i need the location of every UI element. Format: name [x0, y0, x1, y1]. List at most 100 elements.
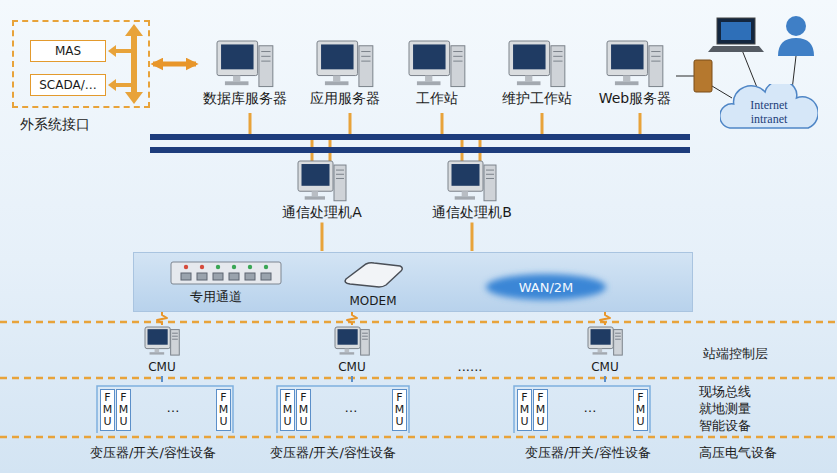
drive-slot	[172, 333, 178, 334]
bus-stub	[541, 113, 544, 134]
drive-slot	[553, 61, 562, 62]
switch-led	[200, 265, 204, 269]
fmu-box: FMU	[216, 389, 231, 431]
connector-line	[320, 223, 323, 252]
fmu-label: FMU	[282, 392, 293, 428]
drive-slot	[361, 61, 370, 62]
link-connector	[600, 312, 610, 325]
bus-arrow-head	[125, 92, 143, 104]
annotation-label: 变压器/开关/容性设备	[90, 444, 216, 462]
monitor-base	[305, 196, 325, 199]
node-label: CMU	[591, 360, 619, 375]
monitor	[607, 41, 648, 76]
fmu-group: …FMUFMUFMU	[512, 383, 652, 433]
computer-icon	[335, 327, 369, 355]
fmu-label: FMU	[535, 392, 546, 428]
bus-stub	[639, 113, 642, 134]
monitor-stand	[155, 349, 160, 353]
monitor	[588, 327, 613, 349]
tower	[334, 165, 346, 201]
switch-port	[197, 273, 207, 280]
monitor	[335, 327, 360, 349]
fmu-box: FMU	[533, 389, 548, 431]
annotation-label: 就地测量	[699, 400, 751, 418]
computer-icon-svg	[216, 40, 274, 88]
user-icon	[778, 16, 814, 56]
fmu-label: FMU	[102, 392, 113, 428]
fmu-box: FMU	[633, 389, 648, 431]
node-label: WAN/2M	[519, 280, 574, 295]
computer-node: CMU	[144, 326, 180, 375]
layer-dividers	[0, 322, 837, 437]
monitor-stand	[623, 76, 630, 82]
node-label: Web服务器	[599, 90, 672, 108]
computer-icon-svg	[606, 40, 664, 88]
drive-slot	[553, 56, 562, 57]
link-line	[712, 86, 732, 98]
connector-line	[351, 376, 353, 382]
node-label: 维护工作站	[502, 90, 572, 108]
drive-slot	[486, 170, 494, 171]
monitor-base	[615, 81, 639, 85]
laptop-base	[708, 46, 764, 52]
annotation-label: 变压器/开关/容性设备	[525, 444, 651, 462]
link-connector	[157, 312, 167, 325]
screen	[221, 44, 253, 69]
drive-slot	[261, 56, 270, 57]
fmu-label: FMU	[635, 392, 646, 428]
drive-slot	[261, 61, 270, 62]
fmu-label: FMU	[118, 392, 129, 428]
computer-icon	[588, 327, 622, 355]
dashed-divider	[0, 436, 837, 439]
switch-port	[181, 273, 191, 280]
computer-node: 应用服务器	[306, 40, 384, 108]
monitor-stand	[462, 191, 468, 196]
laptop-icon	[708, 18, 764, 52]
computer-node: 数据库服务器	[199, 40, 291, 108]
computer-icon	[317, 41, 373, 87]
drive-slot	[172, 336, 178, 337]
monitor-stand	[598, 349, 603, 353]
node-label: CMU	[148, 360, 176, 375]
fmu-box: FMU	[392, 389, 407, 431]
computer-node: CMU	[334, 326, 370, 375]
drive-slot	[172, 339, 178, 340]
switch-port	[213, 273, 223, 280]
node-label: Internet intranet	[736, 99, 802, 127]
drive-slot	[615, 339, 621, 340]
node-label: CMU	[338, 360, 366, 375]
fmu-group: …FMUFMUFMU	[275, 383, 411, 433]
computer-icon-svg	[408, 40, 466, 88]
dashed-divider	[0, 321, 837, 324]
fmu-box: FMU	[517, 389, 532, 431]
monitor-stand	[345, 349, 350, 353]
drive-slot	[651, 56, 660, 57]
switch-led	[184, 265, 188, 269]
drive-slot	[553, 51, 562, 52]
drive-slot	[486, 174, 494, 175]
firewall-icon	[694, 60, 712, 92]
tower	[614, 330, 623, 356]
fieldbus-line	[277, 386, 409, 433]
node-label: …	[345, 400, 358, 415]
fmu-box: FMU	[116, 389, 131, 431]
drive-slot	[651, 51, 660, 52]
monitor-base	[593, 352, 608, 354]
node-label: 专用通道	[190, 288, 242, 306]
drive-slot	[615, 333, 621, 334]
computer-icon-svg	[587, 326, 623, 356]
fieldbus-line	[514, 386, 650, 433]
fmu-group: …FMUFMUFMU	[95, 383, 235, 433]
interface-group: 外系统接口MASSCADA/…	[12, 20, 150, 108]
cloud-outline	[720, 84, 818, 128]
connector-line	[153, 62, 196, 67]
drive-slot	[361, 56, 370, 57]
connector-line	[161, 376, 163, 382]
switch-port	[245, 273, 255, 280]
computer-icon	[409, 41, 465, 87]
tower	[551, 46, 565, 87]
screen	[148, 329, 168, 345]
drive-slot	[486, 178, 494, 179]
screen	[321, 44, 353, 69]
link-line	[676, 76, 694, 77]
